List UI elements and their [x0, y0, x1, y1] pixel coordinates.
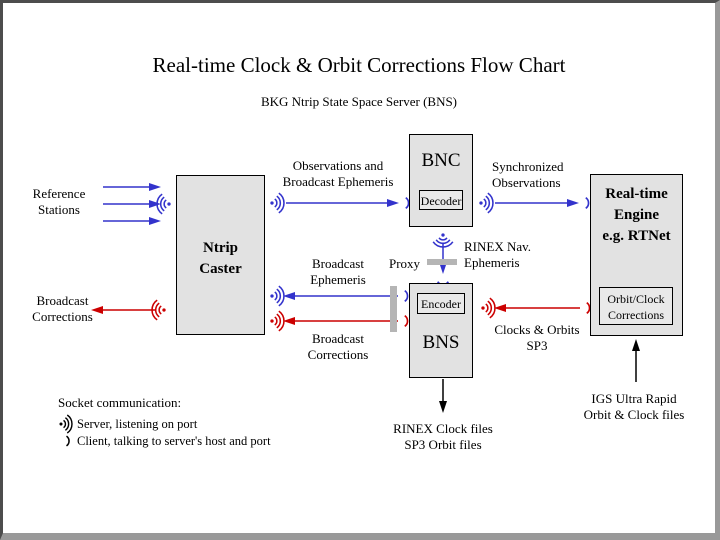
legend-server-label: Server, listening on port	[77, 417, 198, 431]
bnc-box: BNC Decoder	[409, 134, 473, 227]
reference-stations-arrows	[103, 183, 172, 225]
legend-symbols	[58, 414, 73, 447]
page-title: Real-time Clock & Orbit Corrections Flow…	[152, 53, 566, 77]
decoder-box: Decoder	[419, 190, 463, 210]
client-socket-icon	[584, 196, 590, 210]
igs-input-arrow	[632, 339, 640, 382]
bnc-title: BNC	[421, 150, 461, 171]
server-socket-icon	[480, 297, 496, 319]
client-socket-icon	[403, 314, 409, 328]
synchronized-observations-arrow	[478, 192, 590, 214]
orbit-clock-line: Corrections	[608, 308, 664, 322]
igs-label: IGS Ultra Rapid Orbit & Clock files	[583, 391, 685, 422]
rinex-files-label: RINEX Clock files SP3 Orbit files	[393, 421, 493, 452]
client-socket-icon	[403, 289, 409, 303]
server-socket-icon	[269, 310, 285, 332]
ntrip-caster-title-line: Ntrip	[203, 240, 238, 256]
ntrip-caster-title-line: Caster	[199, 261, 242, 277]
rt-engine-title-line: Engine	[613, 207, 659, 223]
client-socket-icon	[65, 435, 70, 447]
proxy-bar-vertical	[390, 286, 397, 332]
bns-output-arrow	[439, 379, 447, 413]
legend-client-label: Client, talking to server's host and por…	[77, 434, 271, 448]
proxy-bar-horizontal	[427, 259, 457, 265]
connector-layer	[58, 183, 640, 447]
broadcast-ephemeris-label: Broadcast Ephemeris	[310, 256, 366, 287]
reference-stations-label: Reference Stations	[32, 186, 86, 217]
encoder-box: Encoder	[417, 293, 465, 314]
orbit-clock-corrections-box: Orbit/Clock Corrections	[599, 287, 673, 325]
page-subtitle: BKG Ntrip State Space Server (BNS)	[260, 94, 458, 109]
rinex-nav-arrow	[432, 232, 454, 286]
bns-box: Encoder BNS	[409, 283, 473, 378]
proxy-label: Proxy	[389, 256, 421, 271]
broadcast-corrections-left-label: Broadcast Corrections	[32, 293, 93, 324]
server-socket-icon	[478, 192, 494, 214]
server-socket-icon	[58, 414, 73, 434]
server-socket-icon	[269, 285, 285, 307]
broadcast-ephemeris-arrow	[269, 285, 409, 307]
orbit-clock-line: Orbit/Clock	[607, 292, 665, 306]
broadcast-corrections-arrow	[269, 310, 409, 332]
rt-engine-title-line: e.g. RTNet	[602, 228, 671, 244]
observations-label: Observations and Broadcast Ephemeris	[282, 158, 394, 189]
clocks-orbits-arrow	[480, 297, 591, 319]
rt-engine-title-line: Real-time	[605, 186, 668, 202]
synchronized-observations-label: Synchronized Observations	[492, 159, 564, 190]
broadcast-corrections-out-arrow	[91, 299, 167, 321]
rt-engine-box: Real-time Engine e.g. RTNet Orbit/Clock …	[590, 174, 683, 336]
clocks-orbits-label: Clocks & Orbits SP3	[494, 322, 580, 353]
legend-heading: Socket communication:	[58, 395, 182, 410]
broadcast-corrections-mid-label: Broadcast Corrections	[307, 331, 369, 362]
rinex-nav-label: RINEX Nav. Ephemeris	[464, 239, 532, 270]
bns-title: BNS	[422, 332, 460, 353]
ntrip-caster-box: Ntrip Caster	[176, 175, 265, 335]
observations-arrow	[269, 192, 410, 214]
server-socket-icon	[269, 192, 285, 214]
